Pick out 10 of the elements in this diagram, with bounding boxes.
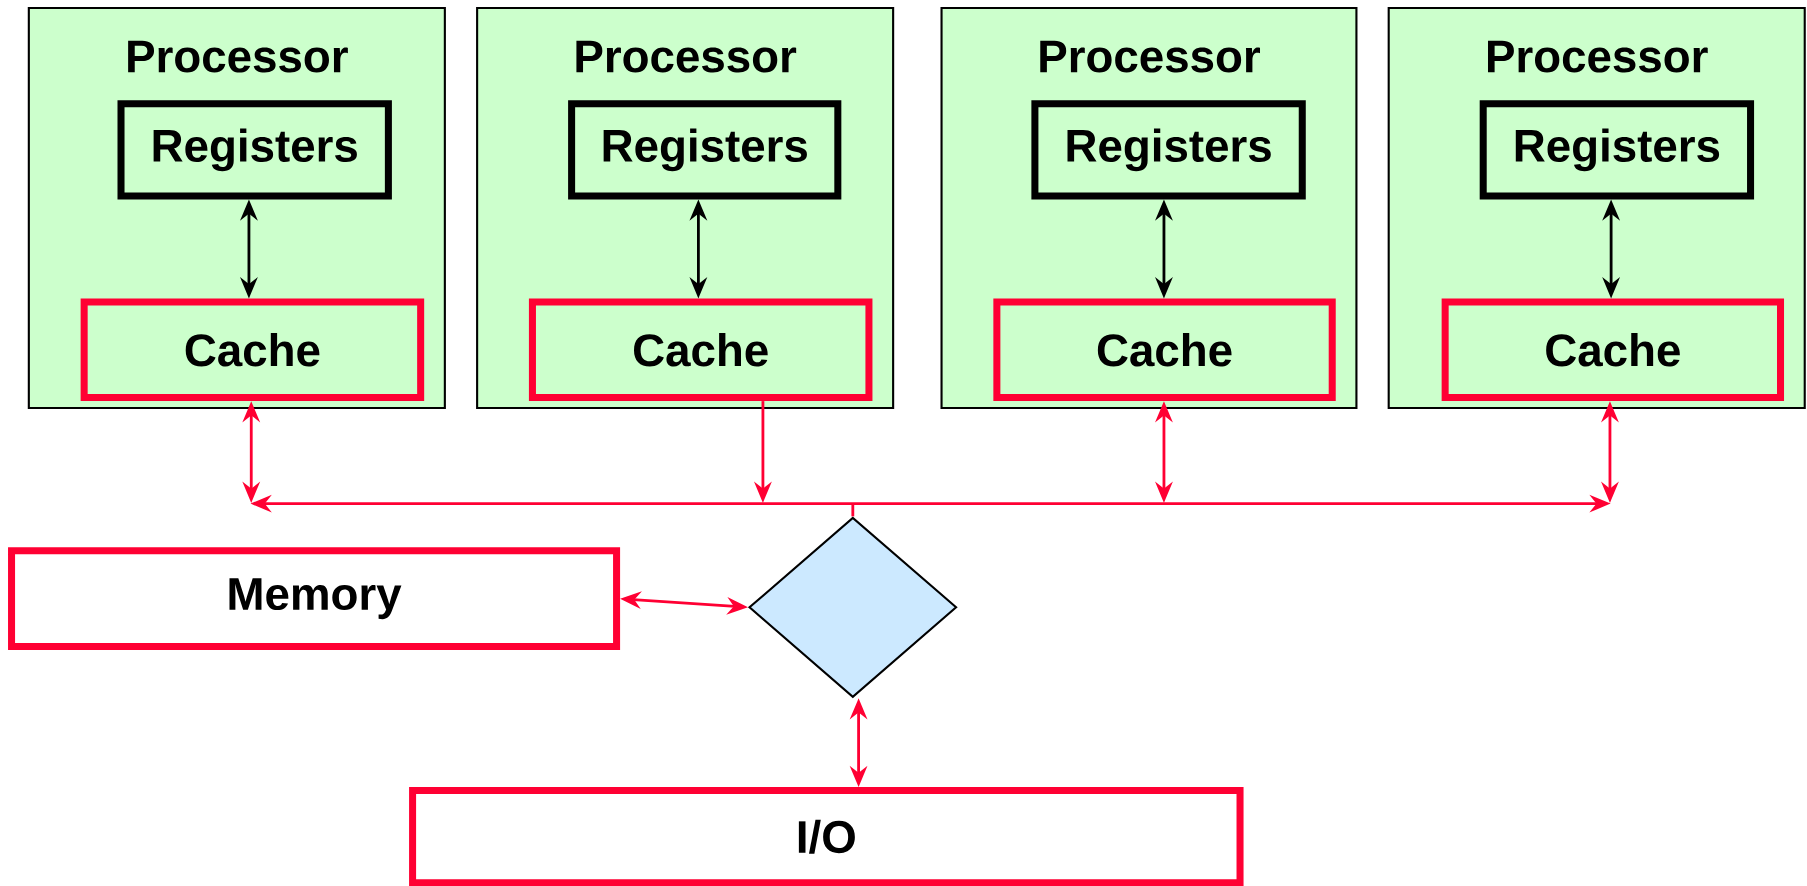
- registers-box: Registers: [1479, 100, 1755, 200]
- cache-box: Cache: [528, 298, 873, 401]
- cache-box: Cache: [80, 298, 425, 401]
- registers-box: Registers: [568, 100, 842, 200]
- cache-box: Cache: [1441, 298, 1785, 401]
- io-box: I/O: [409, 786, 1244, 886]
- memory-box: Memory: [8, 547, 621, 650]
- registers-box: Registers: [1031, 100, 1306, 200]
- cache-box: Cache: [993, 298, 1336, 401]
- registers-box: Registers: [117, 100, 392, 200]
